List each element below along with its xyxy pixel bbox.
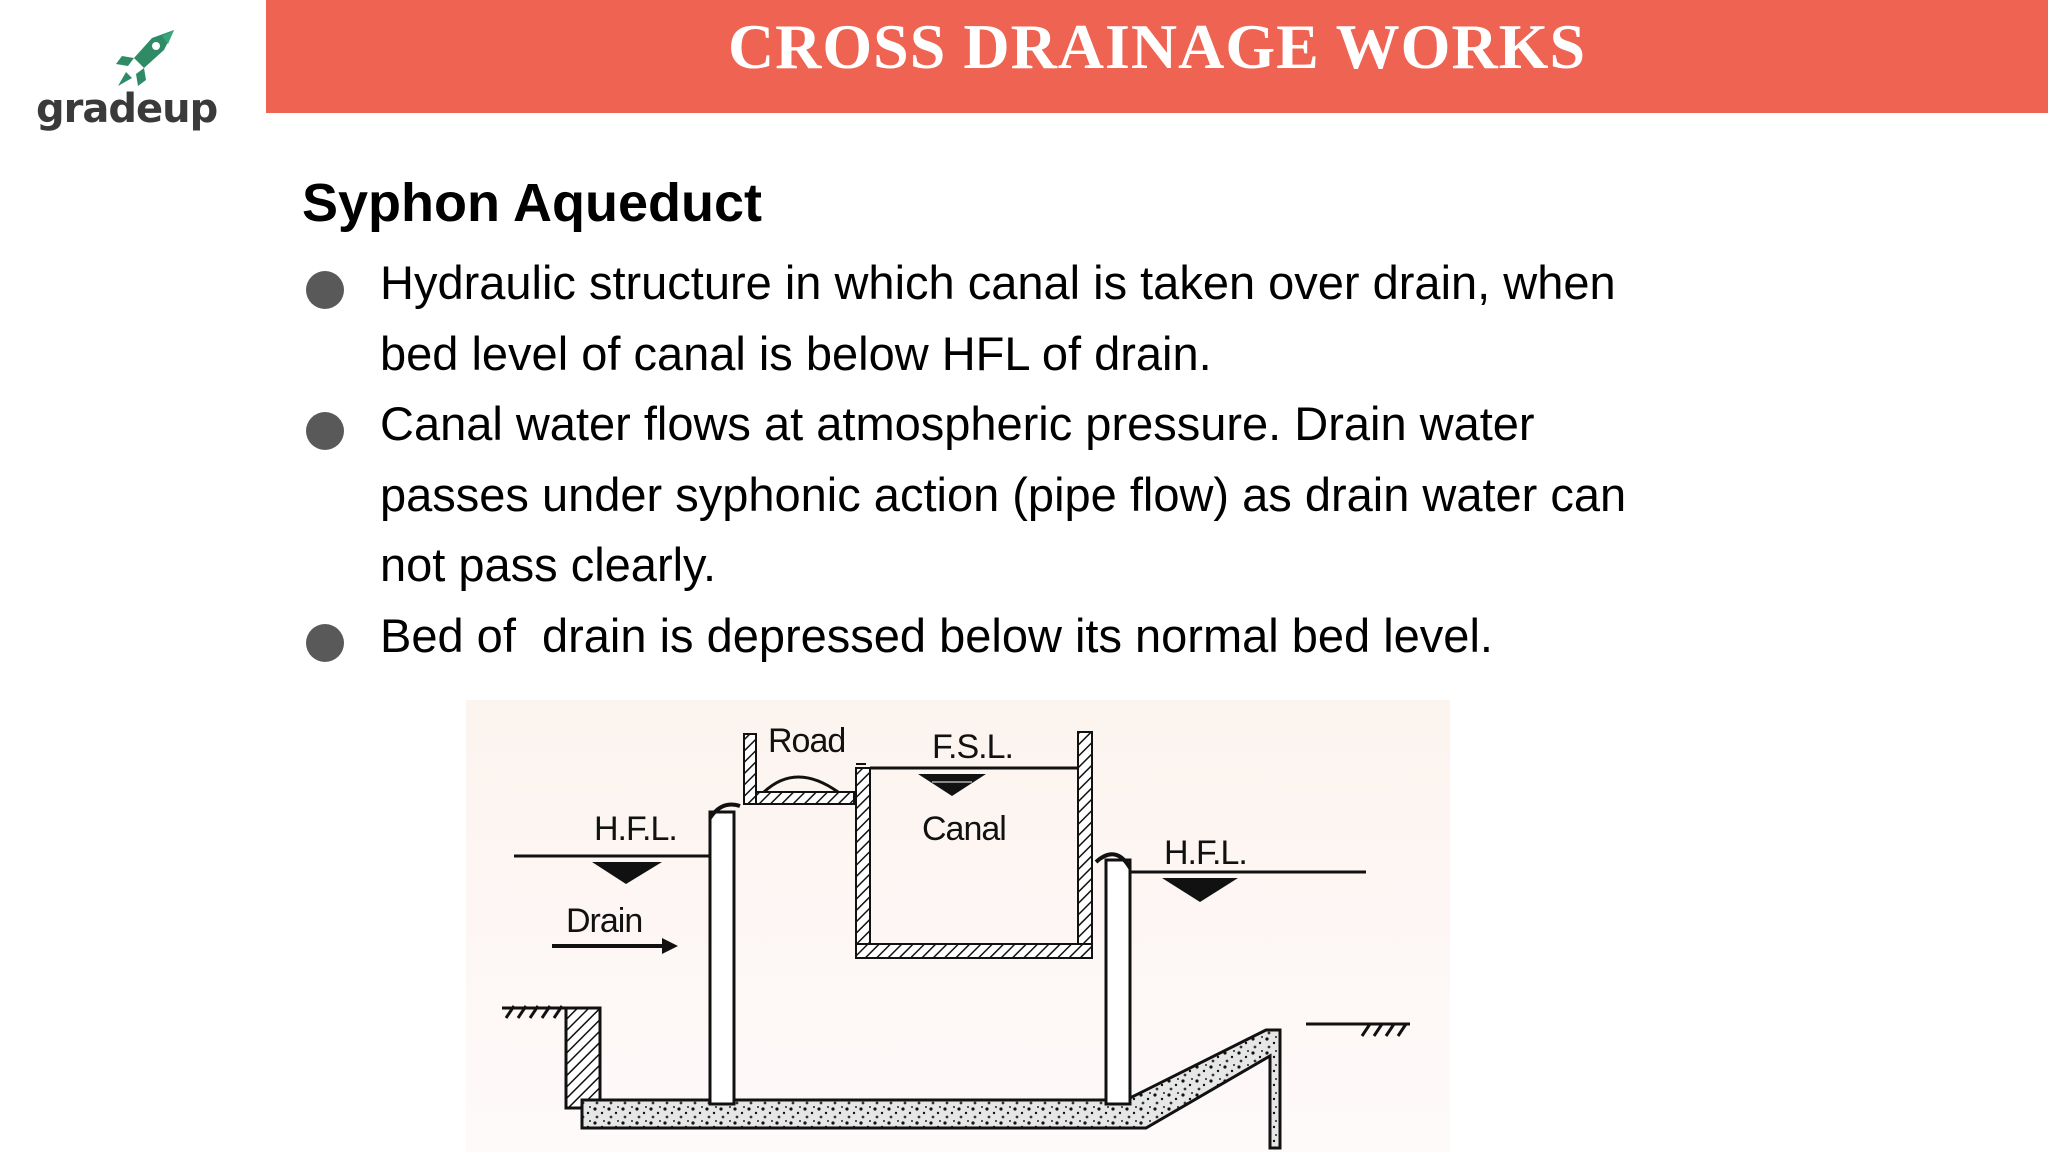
label-hfl-right: H.F.L. [1164, 834, 1247, 872]
hfl-left-marker [514, 854, 710, 884]
drain-flow-arrow [552, 938, 678, 954]
rocket-icon [116, 30, 174, 86]
label-fsl: F.S.L. [932, 728, 1013, 766]
drain-floor [580, 1028, 1282, 1150]
bullet-text: Bed of drain is depressed below its norm… [380, 608, 1493, 662]
bullet-item: Canal water flows at atmospheric pressur… [302, 389, 1802, 601]
road-deck [743, 733, 855, 805]
syphon-aqueduct-diagram: Road F.S.L. Canal H.F.L. H.F.L. Drain [466, 700, 1450, 1152]
hfl-right-marker [1130, 870, 1366, 902]
page-title: CROSS DRAINAGE WORKS [727, 11, 1587, 82]
label-road: Road [768, 722, 845, 760]
label-canal: Canal [922, 810, 1006, 848]
left-abutment [564, 1006, 602, 1110]
diagram-svg: Road F.S.L. Canal H.F.L. H.F.L. Drain [502, 722, 1410, 1150]
bullet-item: Hydraulic structure in which canal is ta… [302, 248, 1802, 389]
header-bar: CROSS DRAINAGE WORKS [266, 0, 2048, 113]
bullet-item: Bed of drain is depressed below its norm… [302, 601, 1802, 672]
section-title: Syphon Aqueduct [302, 173, 762, 233]
canal-trough [855, 731, 1093, 959]
bullet-list: Hydraulic structure in which canal is ta… [302, 248, 1802, 671]
ground-right [1306, 1022, 1410, 1037]
bullet-dot-icon [306, 623, 344, 662]
bullet-text: Canal water flows at atmospheric pressur… [380, 397, 1627, 591]
left-pier [708, 810, 736, 1106]
label-drain: Drain [566, 902, 642, 940]
ground-left [502, 1005, 566, 1019]
bullet-dot-icon [306, 412, 344, 450]
fsl-marker [870, 766, 1078, 796]
label-hfl-left: H.F.L. [594, 810, 677, 848]
bullet-dot-icon [306, 271, 344, 309]
right-pier [1104, 858, 1132, 1106]
gradeup-logo: gradeup [36, 28, 218, 138]
logo-wordmark: gradeup [36, 86, 218, 132]
bullet-text: Hydraulic structure in which canal is ta… [380, 256, 1616, 380]
